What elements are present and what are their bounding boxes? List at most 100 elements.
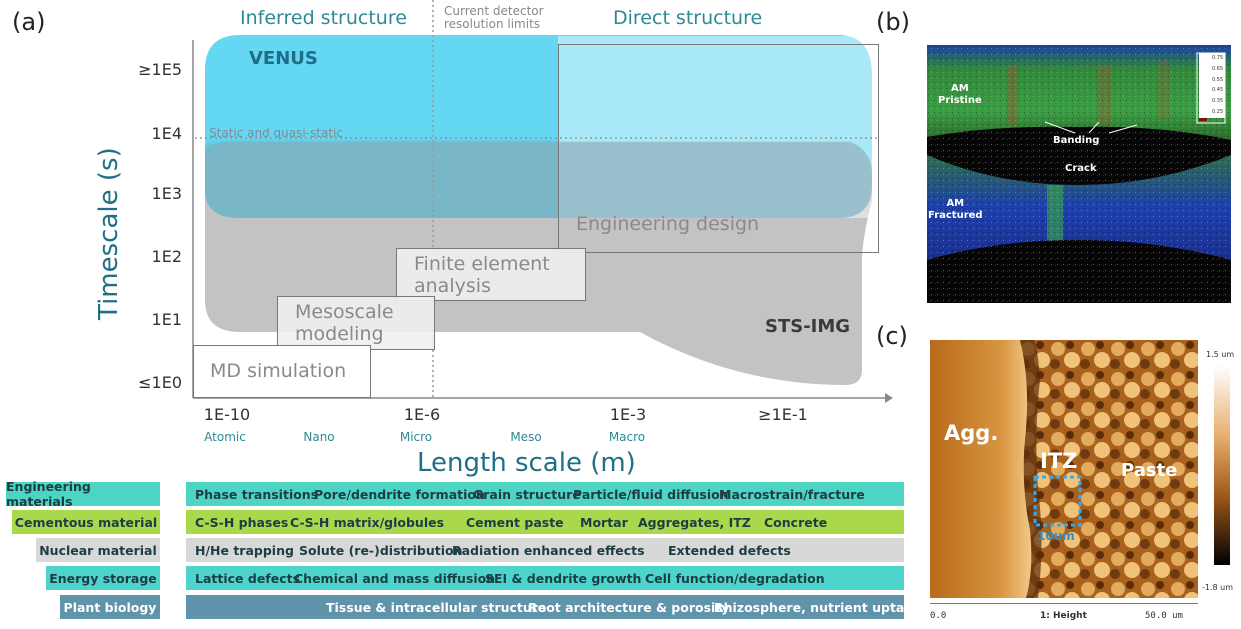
- panel-a-label: (a): [12, 8, 46, 36]
- x-tick: 1E-10: [203, 405, 251, 424]
- row-item: Pore/dendrite formation: [314, 486, 485, 502]
- detector-note-line1: Current detector: [444, 4, 544, 18]
- static-note: Static and quasi-static: [209, 126, 343, 140]
- cb-tick: 0.35: [1212, 98, 1224, 105]
- y-tick: 1E2: [151, 247, 182, 266]
- engineering-design-box: Engineering design: [558, 44, 879, 253]
- panel-c-label: (c): [876, 322, 908, 350]
- am-pristine-line1: AM: [951, 83, 969, 94]
- row-items-engineering: Phase transitions Pore/dendrite formatio…: [186, 482, 904, 506]
- fea-line1: Finite element: [414, 253, 550, 275]
- agg-label: Agg.: [944, 421, 999, 445]
- cb-tick: 0.65: [1212, 65, 1224, 72]
- detector-note: Current detector resolution limits: [444, 5, 544, 31]
- row-item: Cement paste: [466, 514, 564, 530]
- row-item: Phase transitions: [195, 486, 319, 502]
- y-tick: ≤1E0: [138, 373, 182, 392]
- afm-axis-mid: 1: Height: [1040, 611, 1087, 621]
- afm-image-c: [930, 340, 1198, 598]
- row-label-nuclear: Nuclear material: [36, 538, 160, 562]
- row-item: C-S-H phases: [195, 514, 289, 530]
- cb-tick: 0.75: [1212, 55, 1224, 61]
- y-tick: 1E1: [151, 310, 182, 329]
- afm-cb-top: 1.5 um: [1206, 350, 1235, 359]
- x-sublabel: Atomic: [204, 430, 246, 444]
- header-direct-structure: Direct structure: [613, 7, 763, 29]
- paste-label: Paste: [1121, 460, 1178, 481]
- afm-cb-bottom: -1.8 um: [1202, 583, 1234, 592]
- row-label-energy: Energy storage: [46, 566, 160, 590]
- row-item: Grain structure: [473, 486, 581, 502]
- row-item: Solute (re-)distribution: [299, 542, 463, 558]
- am-fractured-line2: Fractured: [928, 210, 983, 221]
- row-label-cement: Cementous material: [12, 510, 160, 534]
- engineering-design-label: Engineering design: [576, 213, 760, 235]
- banding-label: Banding: [1053, 135, 1100, 146]
- y-tick: 1E3: [151, 184, 182, 203]
- row-item: Concrete: [764, 514, 828, 530]
- md-box: MD simulation: [193, 345, 371, 398]
- row-items-cement: C-S-H phases C-S-H matrix/globules Cemen…: [186, 510, 904, 534]
- sts-img-label: STS-IMG: [765, 316, 851, 337]
- x-axis-label: Length scale (m): [417, 448, 636, 478]
- row-item: Aggregates, ITZ: [638, 514, 751, 530]
- x-sublabel: Meso: [510, 430, 542, 444]
- x-tick: ≥1E-1: [758, 405, 808, 424]
- row-item: Extended defects: [668, 542, 791, 558]
- x-sublabel: Nano: [303, 430, 335, 444]
- overlap-band: [205, 142, 872, 218]
- row-item: Particle/fluid diffusion: [573, 486, 729, 502]
- cb-tick: 0.55: [1212, 76, 1224, 83]
- row-item: Root architecture & porosity: [528, 599, 730, 615]
- x-tick: 1E-6: [403, 405, 441, 424]
- md-label: MD simulation: [210, 360, 347, 382]
- cb-tick: 0.45: [1212, 87, 1224, 94]
- row-item: Cell function/degradation: [645, 570, 825, 586]
- row-item: Lattice defects: [195, 570, 301, 586]
- afm-colorbar: [1214, 365, 1230, 565]
- detector-note-line2: resolution limits: [444, 17, 541, 31]
- am-fractured-line1: AM: [946, 198, 965, 209]
- neutron-image-b: [927, 45, 1231, 303]
- am-fractured-label: AM Fractured: [928, 198, 983, 222]
- row-item: Tissue & intracellular structure: [326, 599, 547, 615]
- y-tick: ≥1E5: [138, 60, 182, 79]
- row-label-engineering: Engineering materials: [6, 479, 160, 509]
- cb-tick: 0.25: [1212, 108, 1224, 115]
- x-tick: 1E-3: [609, 405, 647, 424]
- crack-label: Crack: [1065, 163, 1097, 174]
- header-inferred-structure: Inferred structure: [240, 7, 407, 29]
- venus-label: VENUS: [249, 48, 318, 69]
- afm-axis-right: 50.0 um: [1145, 611, 1183, 621]
- y-axis-label: Timescale (s): [94, 147, 124, 320]
- row-item: Radiation enhanced effects: [452, 542, 645, 558]
- row-item: Mortar: [580, 514, 628, 530]
- row-items-plant: Tissue & intracellular structure Root ar…: [186, 595, 921, 619]
- afm-x-axis: [930, 603, 1198, 604]
- row-item: Macrostrain/fracture: [719, 486, 865, 502]
- row-item: Chemical and mass diffusion: [294, 570, 496, 586]
- row-item: H/He trapping: [195, 542, 294, 558]
- am-pristine-label: AM Pristine: [938, 83, 982, 107]
- x-sublabel: Micro: [399, 430, 433, 444]
- panel-b-label: (b): [876, 8, 910, 36]
- afm-axis-left: 0.0: [930, 611, 947, 621]
- y-tick: 1E4: [151, 124, 182, 143]
- x-axis-arrow: [885, 393, 893, 403]
- x-sublabel: Macro: [608, 430, 646, 444]
- meso-line2: modeling: [295, 323, 384, 345]
- fea-line2: analysis: [414, 275, 491, 297]
- row-item: Rhizosphere, nutrient uptake: [714, 599, 921, 615]
- row-items-nuclear: H/He trapping Solute (re-)distribution R…: [186, 538, 904, 562]
- colorbar-ticks: 0.75 0.65 0.55 0.45 0.35 0.25: [1199, 53, 1225, 118]
- row-label-plant: Plant biology: [60, 595, 160, 619]
- itz-label: ITZ: [1040, 449, 1078, 473]
- row-item: C-S-H matrix/globules: [290, 514, 445, 530]
- meso-line1: Mesoscale: [295, 301, 394, 323]
- row-item: SEI & dendrite growth: [485, 570, 642, 586]
- fea-box: Finite element analysis: [396, 248, 586, 301]
- am-pristine-line2: Pristine: [938, 95, 982, 106]
- row-items-energy: Lattice defects Chemical and mass diffus…: [186, 566, 904, 590]
- scale-label: 10um: [1037, 529, 1075, 543]
- mesoscale-box: Mesoscale modeling: [277, 296, 435, 350]
